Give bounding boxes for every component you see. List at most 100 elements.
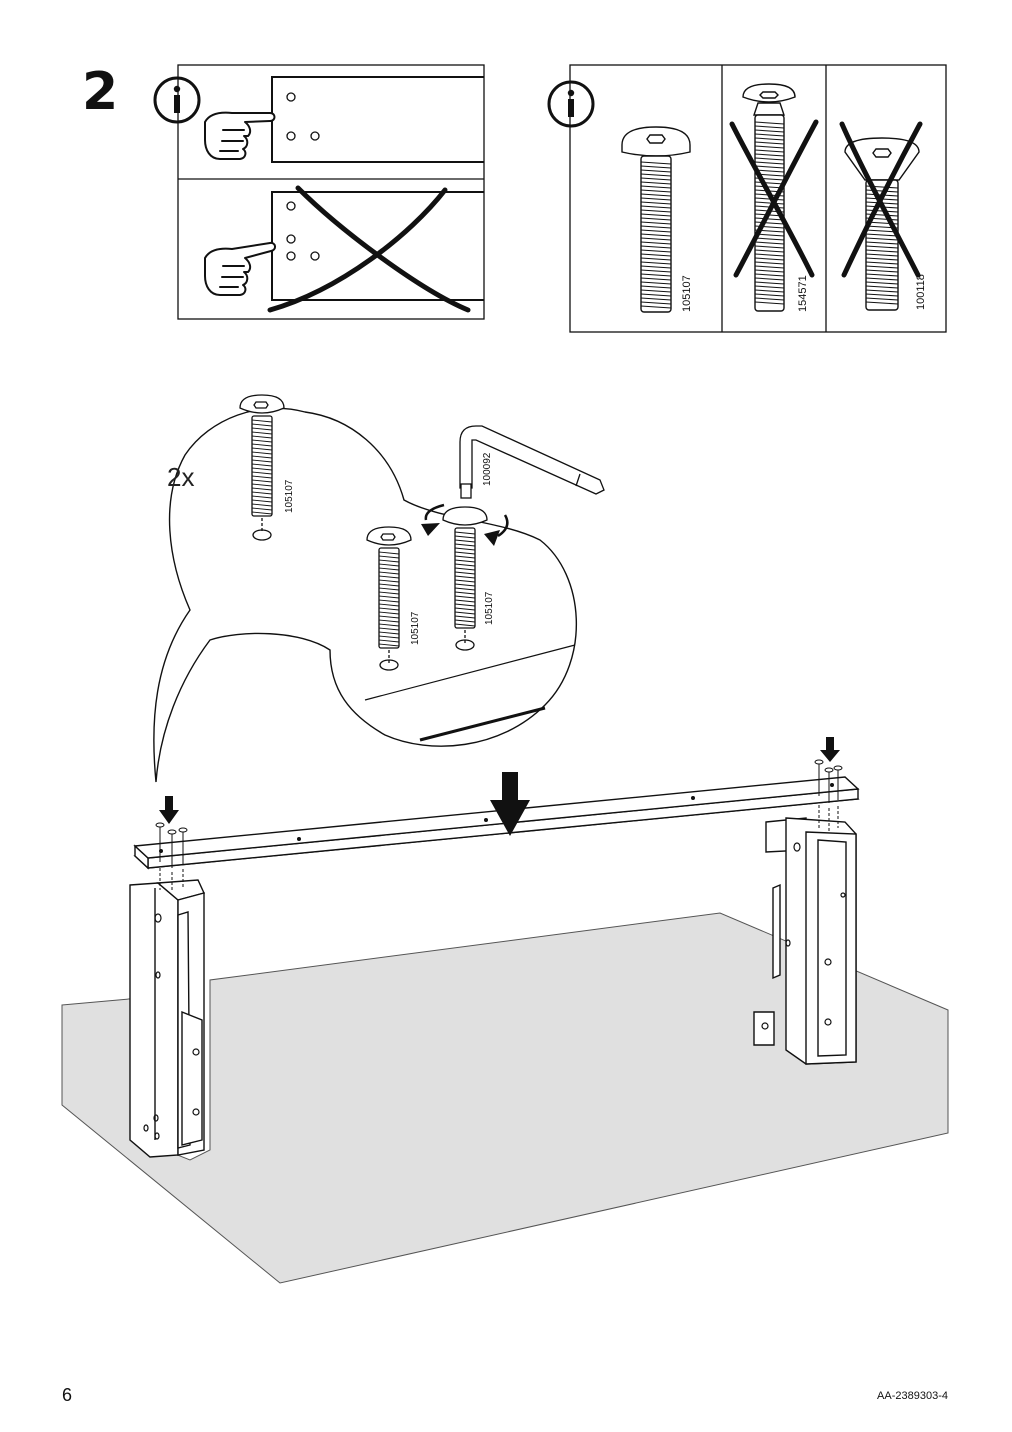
screw-thread-line bbox=[754, 281, 785, 285]
screw-thread-line bbox=[640, 217, 672, 221]
screw-thread-line bbox=[251, 431, 273, 435]
screw-thread-line bbox=[865, 257, 899, 261]
screw-thread-line bbox=[865, 265, 899, 269]
allen-key-icon bbox=[459, 425, 605, 499]
screw-thread-line bbox=[640, 165, 672, 169]
screw-thread-line bbox=[640, 261, 672, 265]
screw-thread-line bbox=[754, 265, 785, 269]
screw-code-label: 100118 bbox=[915, 274, 927, 310]
screw-code-label: 105107 bbox=[410, 611, 421, 645]
screw-thread-line bbox=[378, 587, 400, 591]
screw-thread-line bbox=[454, 539, 476, 543]
screw-thread-line bbox=[865, 241, 899, 245]
screw-thread-line bbox=[454, 531, 476, 535]
screw-thread-line bbox=[378, 579, 400, 583]
screw-code-label: 105107 bbox=[681, 275, 693, 312]
screw-thread-line bbox=[754, 181, 785, 185]
screw-thread-line bbox=[378, 551, 400, 555]
screw-thread-line bbox=[754, 237, 785, 241]
screw-thread-line bbox=[454, 559, 476, 563]
pointing-hand-icon bbox=[204, 111, 276, 160]
screw-thread-line bbox=[378, 627, 400, 631]
screw-thread-line bbox=[754, 289, 785, 293]
screw-thread-line bbox=[454, 599, 476, 603]
screw-thread-line bbox=[754, 121, 785, 125]
screw-thread-line bbox=[640, 237, 672, 241]
screw-thread-line bbox=[378, 559, 400, 563]
screw-thread-line bbox=[251, 459, 273, 463]
screw-thread-line bbox=[640, 225, 672, 229]
screw-thread-line bbox=[378, 615, 400, 619]
screw-thread-line bbox=[454, 551, 476, 555]
screw-thread-line bbox=[640, 233, 672, 237]
top-panel bbox=[133, 776, 860, 870]
incorrect-cross-mark bbox=[729, 119, 923, 278]
screw-thread-line bbox=[754, 217, 785, 221]
screw-thread-line bbox=[754, 301, 785, 305]
screw-105107-icon bbox=[239, 394, 285, 541]
screw-icon bbox=[814, 759, 843, 803]
screw-thread-line bbox=[754, 241, 785, 245]
screw-thread-line bbox=[454, 555, 476, 559]
screw-thread-line bbox=[640, 209, 672, 213]
screw-thread-line bbox=[865, 273, 899, 277]
screw-thread-line bbox=[754, 133, 785, 137]
screw-thread-line bbox=[251, 499, 273, 503]
screw-thread-line bbox=[454, 535, 476, 539]
screw-thread-line bbox=[640, 273, 672, 277]
screw-thread-line bbox=[640, 289, 672, 293]
screw-thread-line bbox=[865, 269, 899, 273]
right-side-unit bbox=[753, 817, 857, 1065]
screw-thread-line bbox=[251, 439, 273, 443]
screw-thread-line bbox=[378, 567, 400, 571]
screw-thread-line bbox=[378, 611, 400, 615]
screw-thread-line bbox=[754, 165, 785, 169]
screw-thread-line bbox=[865, 209, 899, 213]
screw-thread-line bbox=[754, 149, 785, 153]
screw-thread-line bbox=[251, 491, 273, 495]
screw-thread-line bbox=[378, 643, 400, 647]
screw-thread-line bbox=[454, 587, 476, 591]
screw-thread-line bbox=[640, 221, 672, 225]
screw-thread-line bbox=[378, 583, 400, 587]
screw-thread-line bbox=[865, 253, 899, 257]
screw-thread-line bbox=[754, 129, 785, 133]
screw-thread-line bbox=[865, 281, 899, 285]
screw-thread-line bbox=[640, 213, 672, 217]
screw-thread-line bbox=[454, 579, 476, 583]
screw-thread-line bbox=[378, 619, 400, 623]
rotate-clockwise-icon bbox=[421, 523, 500, 546]
screw-thread-line bbox=[865, 277, 899, 281]
down-arrow-icon bbox=[159, 796, 179, 824]
screw-thread-line bbox=[865, 249, 899, 253]
screw-thread-line bbox=[754, 221, 785, 225]
screw-thread-line bbox=[754, 249, 785, 253]
left-side-unit bbox=[129, 879, 205, 1158]
screw-thread-line bbox=[378, 571, 400, 575]
screw-thread-line bbox=[865, 237, 899, 241]
screw-thread-line bbox=[378, 555, 400, 559]
screw-thread-line bbox=[251, 475, 273, 479]
document-code: AA-2389303-4 bbox=[877, 1390, 948, 1402]
screw-thread-line bbox=[754, 261, 785, 265]
screw-thread-line bbox=[754, 253, 785, 257]
step-number: 2 bbox=[82, 62, 119, 122]
down-arrow-icon bbox=[490, 772, 530, 836]
screw-thread-line bbox=[640, 301, 672, 305]
screw-thread-line bbox=[454, 583, 476, 587]
info-icon bbox=[547, 80, 595, 128]
quantity-label: 2x bbox=[167, 462, 194, 492]
screw-thread-line bbox=[754, 169, 785, 173]
screw-thread-line bbox=[754, 161, 785, 165]
screw-thread-line bbox=[754, 293, 785, 297]
screw-thread-line bbox=[754, 141, 785, 145]
screw-thread-line bbox=[454, 547, 476, 551]
screw-thread-line bbox=[251, 471, 273, 475]
screw-thread-line bbox=[251, 483, 273, 487]
screw-thread-line bbox=[251, 467, 273, 471]
pointing-hand-icon bbox=[204, 241, 276, 296]
screw-thread-line bbox=[454, 563, 476, 567]
screw-thread-line bbox=[865, 261, 899, 265]
